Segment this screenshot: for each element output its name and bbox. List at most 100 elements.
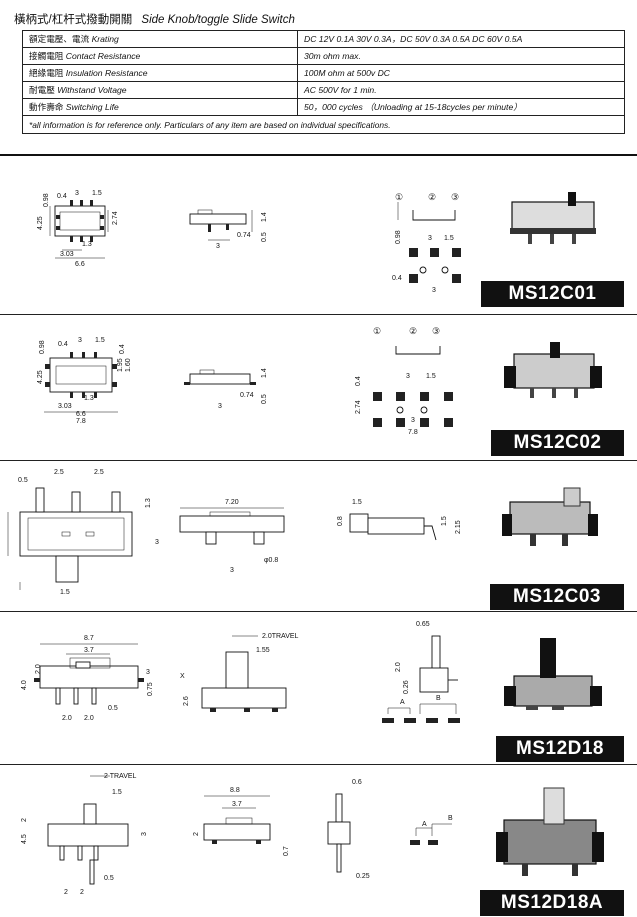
dim-label: 3 [218,403,222,410]
dim-label: 2.0 [62,715,72,722]
dim-label: 2.5 [94,469,104,476]
dim-label: 2.15 [455,520,462,534]
spec-key: 耐電壓 Withstand Voltage [22,81,298,99]
dim-label: 2.0 [395,662,402,672]
dim-label: 0.98 [395,230,402,244]
dim-label: 7.8 [76,418,86,425]
dim-label: 3 [75,190,79,197]
ms12c03-product-photo [502,487,598,546]
dim-label: A [422,821,427,828]
dim-label: 3 [78,337,82,344]
dim-label: φ0.8 [264,557,278,564]
ms12d18-top-view [39,665,139,689]
dim-label: 3 [428,235,432,242]
spec-key: 絕緣電阻 Insulation Resistance [22,64,298,82]
terminal-number: ③ [432,326,440,336]
dim-label: 3 [155,539,159,546]
dim-label: 3 [230,567,234,574]
ms12c01-side-view [189,213,247,225]
dim-label: 2.74 [355,400,362,414]
terminal-number: ① [373,326,381,336]
dim-label: 4.25 [37,216,44,230]
dim-label: 1.3 [84,395,94,402]
model-name-badge: MS12D18 [496,736,624,762]
dim-label: B [448,815,453,822]
dim-label: 3 [216,243,220,250]
spec-note: *all information is for reference only. … [22,115,625,134]
spec-row: 動作壽命 Switching Life 50，000 cycles （Unloa… [22,98,625,116]
dim-label: 0.25 [356,873,370,880]
spec-key: 接觸電阻 Contact Resistance [22,47,298,65]
ms12c03-drawings: 0.5 2.5 2.5 1.3 1.5 7.20 3 3 φ0.8 1.5 0.… [7,469,462,596]
dim-label: 2 [193,832,200,836]
dim-label: 2.0 [35,664,42,674]
spec-row: 耐電壓 Withstand Voltage AC 500V for 1 min. [22,81,625,99]
model-section-ms12d18: 8.7 3.7 2.0 4.0 3 0.75 2.0 2.0 0.5 2.0TR… [0,614,637,762]
ms12c02-top-view [49,357,113,393]
dim-label: 0.74 [240,392,254,399]
title-english: Side Knob/toggle Slide Switch [141,14,295,26]
spec-value: 50，000 cycles （Unloading at 15-18cycles … [297,98,625,116]
ms12d18-drawings: 8.7 3.7 2.0 4.0 3 0.75 2.0 2.0 0.5 2.0TR… [21,621,460,723]
dim-label: 3 [432,287,436,294]
spec-key: 動作壽命 Switching Life [22,98,298,116]
model-name-badge: MS12C03 [490,584,624,610]
model-name-badge: MS12C02 [491,430,624,456]
dim-label: 0.5 [108,705,118,712]
dim-label: 0.4 [58,341,68,348]
dim-label: 2.74 [112,211,119,225]
spec-table: 額定電壓、電流 Krating DC 12V 0.1A 30V 0.3A，DC … [22,30,625,134]
dim-label: 3 [411,417,415,424]
dim-label: 2 TRAVEL [104,773,137,780]
ms12c02-drawings: 0.4 3 1.5 0.98 0.4 4.25 1.95 1.60 1.3 3.… [37,326,453,436]
dim-label: 1.55 [256,647,270,654]
dim-label: 0.98 [43,193,50,207]
terminal-number: ② [409,326,417,336]
ms12d18-product-photo [504,638,602,710]
dim-label: 2.5 [54,469,64,476]
dim-label: 1.5 [112,789,122,796]
dim-label: 0.74 [237,232,251,239]
ms12d18a-side-view [203,823,271,841]
dim-label: 1.60 [125,358,132,372]
dim-label: 0.6 [352,779,362,786]
terminal-number: ③ [451,192,459,202]
dim-label: 3 [406,373,410,380]
dim-label: 0.4 [355,376,362,386]
dim-label: 0.8 [337,516,344,526]
divider [0,314,637,315]
dim-label: 0.4 [119,344,126,354]
dim-label: 2 [80,889,84,896]
dim-label: 1.5 [60,589,70,596]
dim-label: 0.4 [392,275,402,282]
dim-label: 4.25 [37,370,44,384]
dim-label: 1.5 [444,235,454,242]
dim-label: 7.20 [225,499,239,506]
title-chinese: 橫柄式/杠杆式撥動開關 [14,14,133,26]
dim-label: 8.8 [230,787,240,794]
terminal-number: ① [395,192,403,202]
ms12d18-side-view [201,687,287,709]
ms12c03-side-view [179,515,285,533]
ms12d18a-drawings: 2 TRAVEL 1.5 2 4.5 3 2 2 0.5 8.8 3.7 2 0… [21,773,453,896]
dim-label: 1.5 [441,516,448,526]
ms12c02-side-view [189,373,251,385]
dim-label: 0.5 [261,394,268,404]
dim-label: 0.26 [403,680,410,694]
dim-label: 3.03 [60,251,74,258]
model-section-ms12d18a: 2 TRAVEL 1.5 2 4.5 3 2 2 0.5 8.8 3.7 2 0… [0,766,637,917]
dim-label: 8.7 [84,635,94,642]
dim-label: 1.5 [95,337,105,344]
ms12d18a-product-photo [496,787,604,876]
ms12c01-drawings: 0.4 3 1.5 0.98 4.25 2.74 1.3 3.03 6.6 1.… [37,190,461,294]
spec-value: AC 500V for 1 min. [297,81,625,99]
dim-label: 0.75 [147,682,154,696]
ms12c01-top-view [54,205,106,237]
dim-label: 3 [146,669,150,676]
dim-label: 6.6 [75,261,85,268]
dim-label: 1.3 [82,241,92,248]
dim-label: 2 [21,818,28,822]
dim-label: 0.98 [39,340,46,354]
dim-label: 2.0TRAVEL [262,633,299,640]
divider [0,460,637,461]
